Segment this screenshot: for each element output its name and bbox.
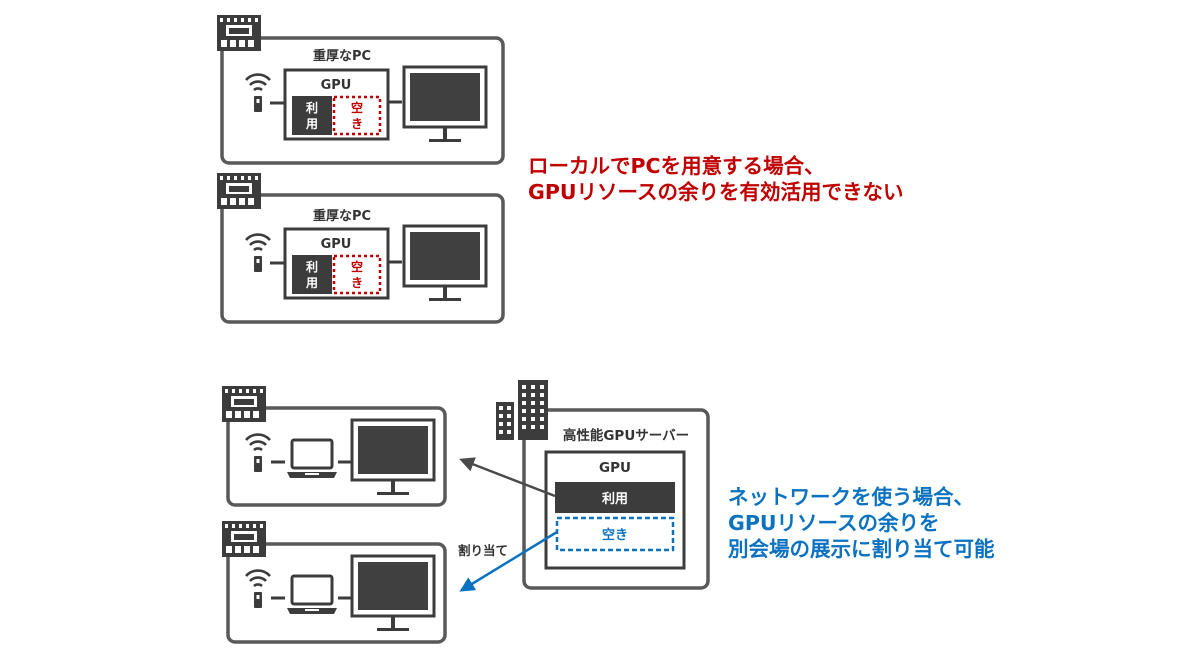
caption-network-line-1: ネットワークを使う場合、 (728, 485, 974, 509)
building-icon (496, 380, 548, 440)
gpu-label: GPU (321, 78, 352, 93)
gpu-used-block (292, 96, 332, 135)
local-venue-2: 重厚なPC GPU 利 用 空 き (217, 173, 505, 324)
laptop-icon (285, 438, 339, 480)
server-gpu-label: GPU (599, 460, 631, 476)
assign-arrow-blue (459, 530, 558, 592)
gpu-free-block (332, 254, 382, 295)
server-label: 高性能GPUサーバー (563, 427, 689, 444)
server-gpu-free-label: 空き (602, 527, 628, 543)
gpu-used-label-1: 利 (306, 100, 318, 115)
gpu-used-label-2: 用 (305, 117, 318, 131)
gpu-free-label-1: 空 (351, 100, 363, 115)
gpu-free-label-2: き (351, 117, 363, 131)
server-gpu-used-block (555, 482, 675, 513)
server-gpu-used-label: 利用 (602, 491, 628, 507)
laptop-icon (285, 574, 339, 616)
caption-network: ネットワークを使う場合、 GPUリソースの余りを 別会場の展示に割り当て可能 (728, 484, 995, 562)
gpu-server: 高性能GPUサーバー GPU 利用 空き (496, 380, 710, 590)
caption-local-line-2: GPUリソースの余りを有効活用できない (528, 180, 904, 204)
gpu-used-label-2: 用 (305, 276, 318, 290)
caption-network-line-3: 別会場の展示に割り当て可能 (728, 537, 995, 561)
gpu-free-block (332, 95, 382, 136)
assign-label: 割り当て (458, 543, 508, 558)
caption-local: ローカルでPCを用意する場合、 GPUリソースの余りを有効活用できない (528, 153, 903, 205)
pc-label: 重厚なPC (313, 48, 371, 64)
venue-icon (222, 386, 266, 422)
venue-icon (217, 15, 261, 51)
caption-local-line-1: ローカルでPCを用意する場合、 (528, 154, 825, 178)
assign-arrow-dark (459, 457, 556, 498)
pc-label: 重厚なPC (313, 208, 371, 224)
local-venue-1: 重厚なPC GPU 利 用 空 き (217, 15, 505, 165)
gpu-used-block (292, 255, 332, 294)
caption-network-line-2: GPUリソースの余りを (728, 511, 940, 535)
gpu-used-label-1: 利 (306, 259, 318, 274)
venue-icon (222, 521, 266, 557)
gpu-free-label-1: 空 (351, 259, 363, 274)
network-venue-2 (222, 521, 447, 644)
network-venue-1 (222, 386, 447, 507)
server-gpu-free-block (555, 516, 675, 552)
gpu-label: GPU (321, 237, 352, 252)
gpu-free-label-2: き (351, 276, 363, 290)
venue-icon (217, 173, 261, 209)
